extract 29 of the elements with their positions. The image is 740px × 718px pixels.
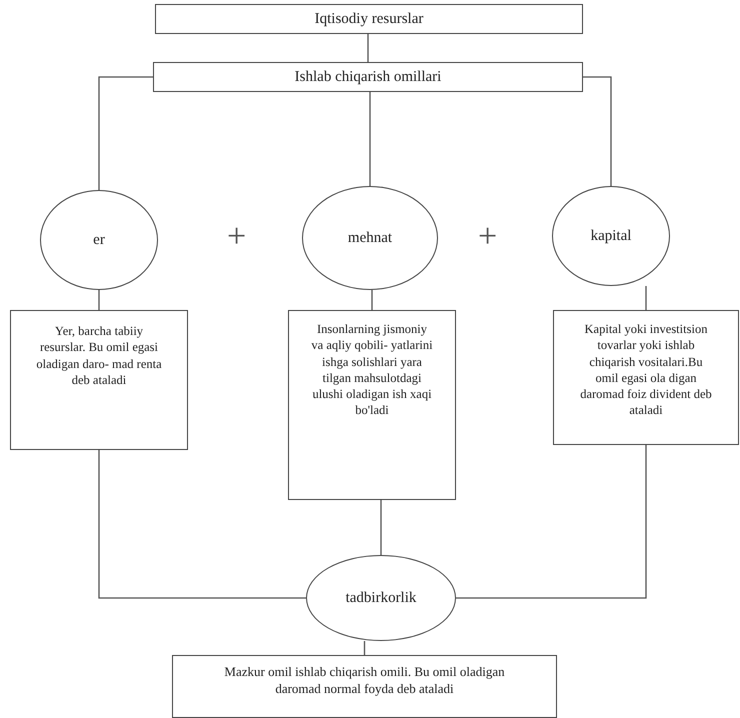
connector-line xyxy=(456,445,647,599)
description-box xyxy=(10,310,188,450)
connector-line xyxy=(98,450,306,599)
description-box xyxy=(172,655,557,718)
connector-line xyxy=(371,290,373,310)
factor-label: mehnat xyxy=(348,230,392,246)
title-box xyxy=(155,4,583,34)
connector-line xyxy=(380,500,382,555)
connector-line xyxy=(583,76,612,186)
factor-label: er xyxy=(93,232,105,248)
connector-line xyxy=(367,34,369,62)
factor-label: kapital xyxy=(590,228,632,244)
plus-sign: + xyxy=(227,220,246,254)
plus-sign: + xyxy=(478,220,498,254)
connector-line xyxy=(369,92,371,186)
description-text: Yer, barcha tabiiy resurslar. Bu omil egasi oladigan daro- mad renta deb ataladi xyxy=(35,323,163,388)
description-text: Insonlarning jismoniy va aqliy qobili- yatlarini ishga solishlari yara tilgan mahsulotdagi ulushi oladigan ish xaqi bo'ladi xyxy=(311,321,433,418)
connector-line xyxy=(98,76,153,190)
heading-text: Iqtisodiy resurslar xyxy=(314,10,424,28)
connector-line xyxy=(364,641,366,655)
description-box xyxy=(553,310,739,445)
factor-label: tadbirkorlik xyxy=(346,590,416,606)
heading-box xyxy=(153,62,583,92)
description-text: Kapital yoki investitsion tovarlar yoki ishlab chiqarish vositalari.Bu omil egasi ola digan daromad foiz divident deb ataladi xyxy=(580,321,712,418)
connector-line xyxy=(645,286,647,310)
heading-text: Ishlab chiqarish omillari xyxy=(294,68,442,86)
description-box xyxy=(288,310,456,500)
connector-line xyxy=(98,290,100,310)
description-text: Mazkur omil ishlab chiqarish omili. Bu omil oladigan daromad normal foyda deb ataladi xyxy=(223,664,506,698)
